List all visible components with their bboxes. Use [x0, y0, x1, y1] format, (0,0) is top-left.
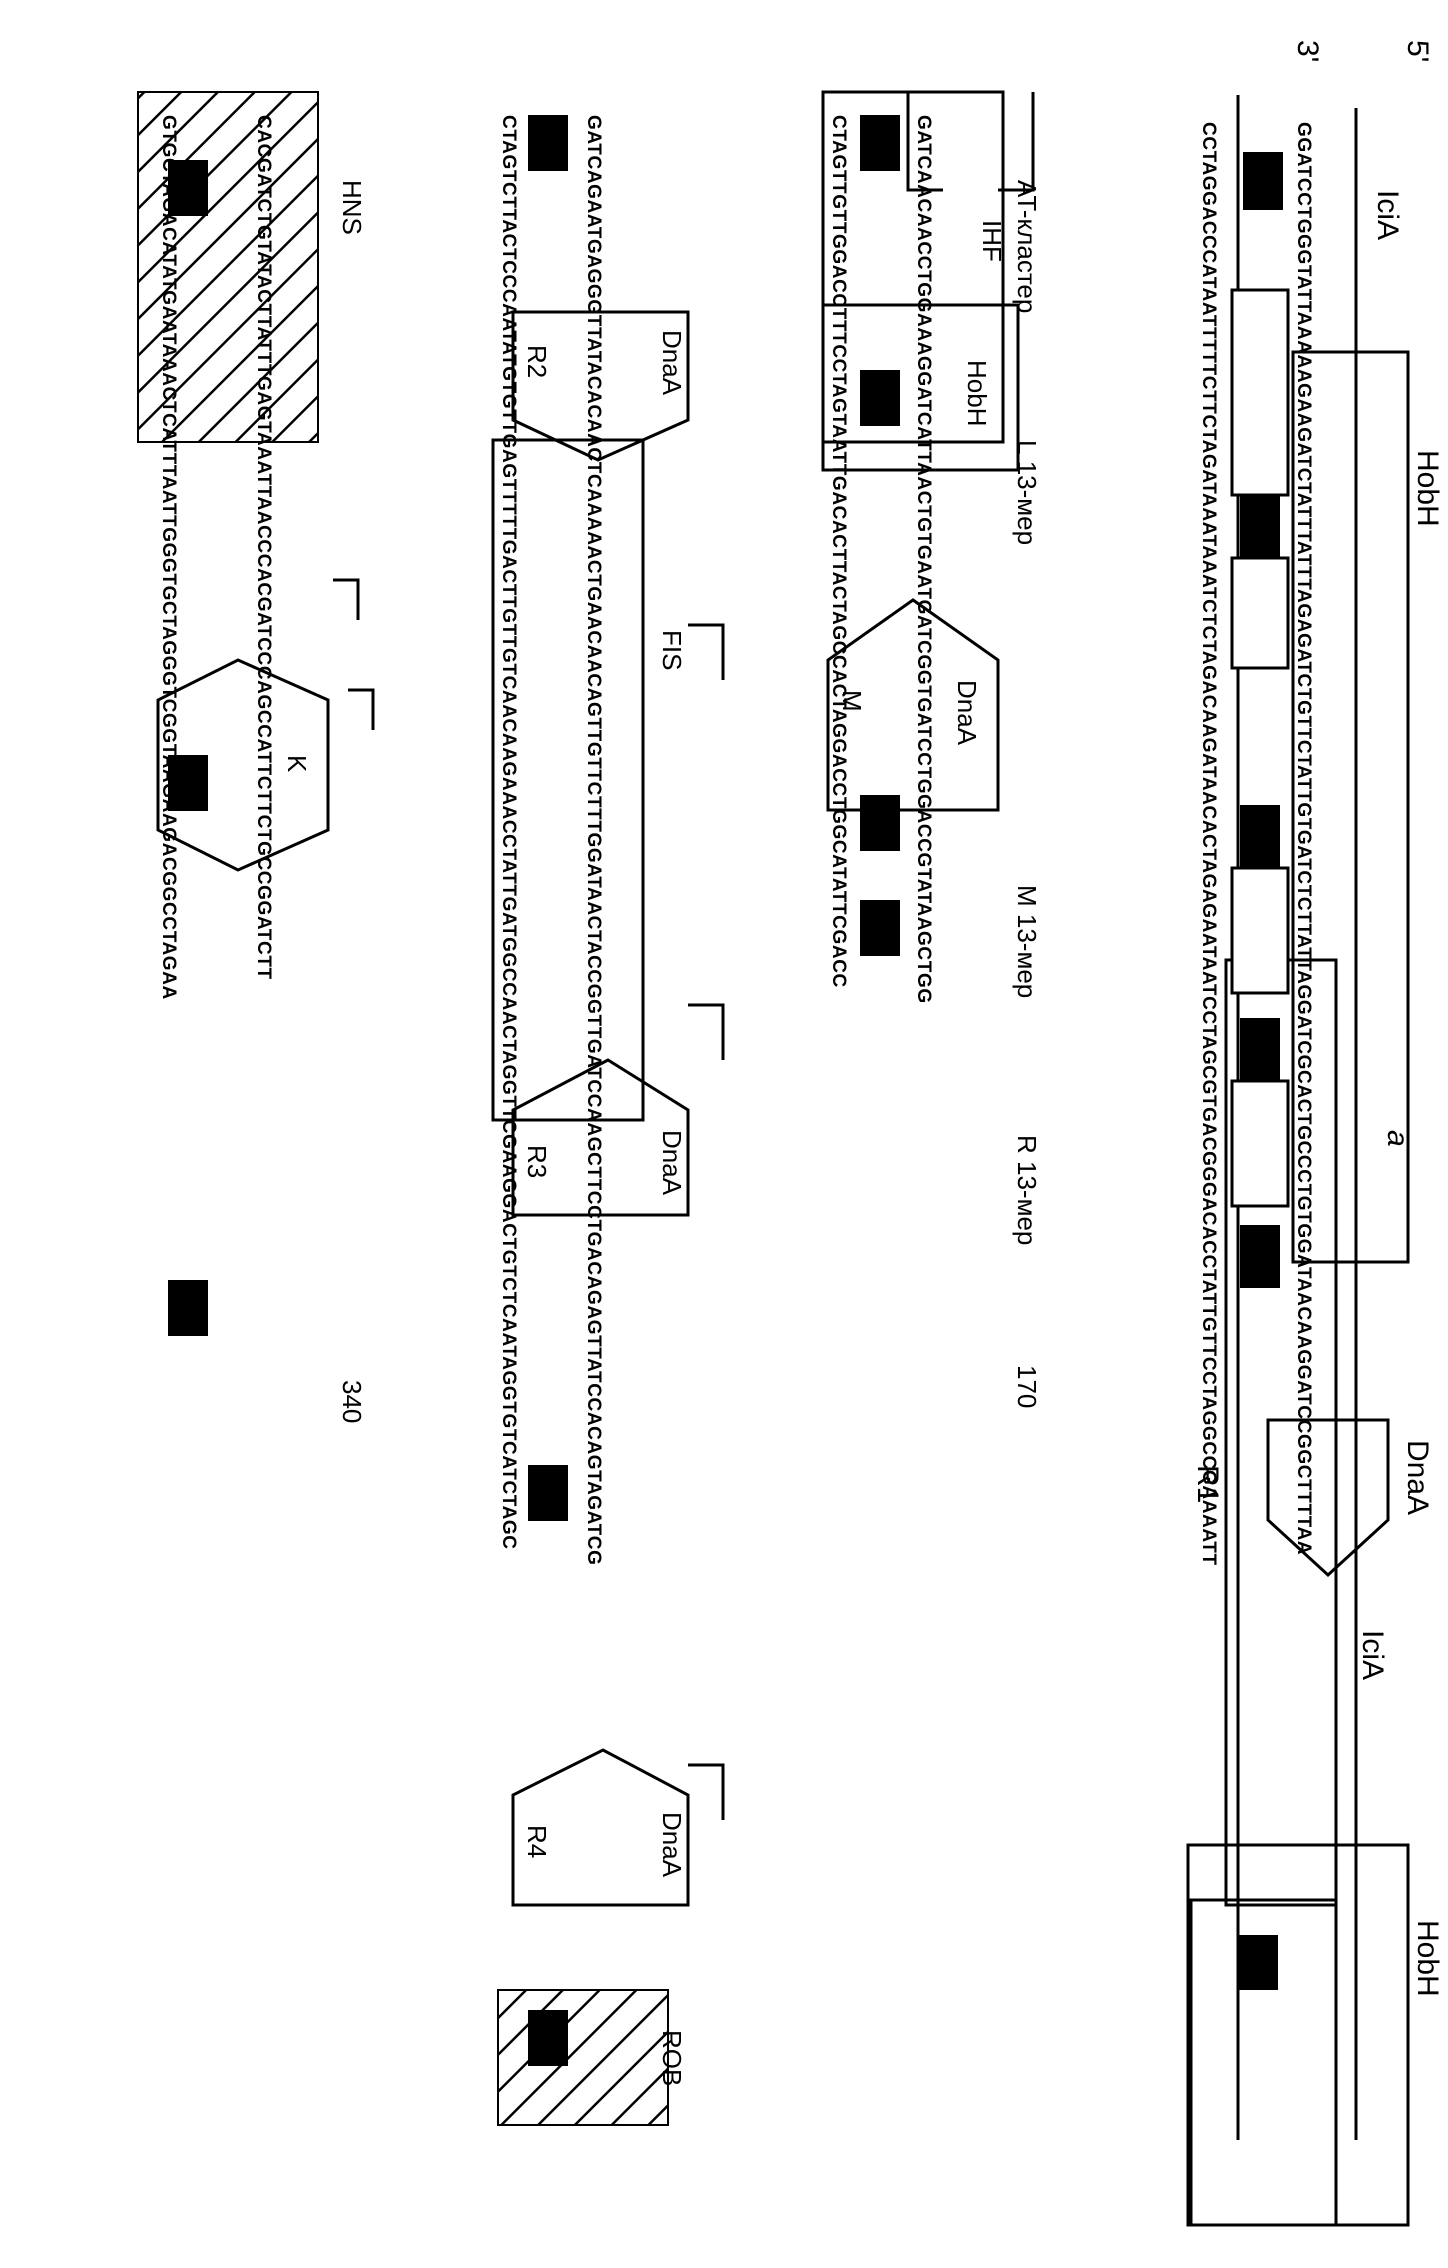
methylation-site	[1240, 495, 1280, 558]
m-label: M	[837, 690, 867, 712]
r1-label: R1	[1191, 1465, 1224, 1503]
hobh-inner-site	[1189, 1898, 1338, 2227]
rob-site	[497, 1989, 669, 2126]
l-13mer-box	[1230, 556, 1290, 670]
l-13mer-label: L 13-мер	[1012, 440, 1042, 545]
ihf-label: IHF	[977, 220, 1007, 262]
sequence-top-strand: CACGATCTGTATACTTATTTGAGTAAATTAACCCACGATC…	[253, 115, 274, 980]
fis-site	[491, 438, 645, 1122]
r4-label: R4	[522, 1825, 552, 1858]
five-prime-label: 5'	[1401, 40, 1434, 62]
methylation-site	[860, 370, 900, 426]
methylation-site	[1238, 1935, 1278, 1990]
methylation-site	[168, 1280, 208, 1336]
figure-label: a	[1381, 1130, 1414, 1147]
row-3: DnaA R2 FIS DnaA R3 DnaA R4 ROB GATCAGAA…	[491, 115, 725, 2126]
position-170: 170	[1012, 1365, 1042, 1408]
rob-label: ROB	[657, 2030, 687, 2086]
hobh-site-1	[1291, 350, 1410, 1264]
fis-label: FIS	[657, 630, 687, 670]
m-13mer-box	[1230, 866, 1290, 995]
dnaa-label: DnaA	[657, 330, 687, 396]
row-2: AT-кластер IHF HobH L 13-мер DnaA M M 13…	[821, 90, 1042, 1408]
promoter-arrow	[688, 1003, 725, 1060]
dnaa-r3-box	[511, 1058, 690, 1217]
methylation-site	[528, 115, 568, 171]
dnaa-r4-box	[511, 1748, 690, 1907]
promoter-arrow	[688, 1763, 725, 1820]
sequence-bottom-strand: GTGCTAGACATATGAATAAACTCATTTAATTGGGTGCTAG…	[158, 115, 179, 1000]
methylation-site	[1243, 152, 1283, 210]
row-1: 5' 3' IciA HobH IciA GGATCCTGGGTATTAAAAA…	[1186, 40, 1444, 2227]
methylation-site	[528, 2010, 568, 2066]
hns-label: HNS	[337, 180, 367, 235]
dnaa-label: DnaA	[1401, 1440, 1434, 1515]
hobh-site-3	[821, 303, 1020, 472]
icia-label-2: IciA	[1356, 1630, 1389, 1680]
sequence-top-strand: GGATCCTGGGTATTAAAAAGAAGATCTATTTATTTAGAGA…	[1293, 122, 1314, 1555]
ihf-site	[821, 90, 1005, 444]
sequence-top-strand: GATCAACAACCTGGAAAGGATCATTAACTGTGAATGATCG…	[913, 115, 934, 1004]
dnaa-m-box	[826, 598, 1000, 812]
sequence-bottom-strand: CCTAGGACCCATAATTTTTCTTCTAGATAAATAAATCTCT…	[1198, 122, 1219, 1566]
methylation-site	[860, 900, 900, 956]
k-site	[156, 658, 330, 872]
r3-label: R3	[522, 1145, 552, 1178]
sequence-bottom-strand: CTAGTTGTTGGACCTTTCCTAGTAATTGACACTTACTAGC…	[828, 115, 849, 988]
row-4: HNS K 340 CACGATCTGTATACTTATTTGAGTAAATTA…	[137, 91, 375, 1423]
hobh-label-2: HobH	[1411, 1920, 1444, 1997]
hobh-label-3: HobH	[962, 360, 992, 426]
at-cluster-bracket	[998, 92, 1035, 192]
methylation-site	[168, 160, 208, 216]
r-13mer-label: R 13-мер	[1012, 1135, 1042, 1245]
at-cluster-label: AT-кластер	[1012, 180, 1042, 313]
dnaa-label: DnaA	[952, 680, 982, 746]
methylation-site	[528, 1465, 568, 1521]
three-prime-label: 3'	[1291, 40, 1324, 62]
methylation-site	[168, 755, 208, 811]
dnaa-label: DnaA	[657, 1812, 687, 1878]
promoter-arrow	[333, 578, 360, 620]
hobh-site-2	[1186, 1843, 1410, 2227]
k-label: K	[282, 755, 312, 773]
r-13mer-box	[1230, 1079, 1290, 1208]
dnaa-r1-box	[1266, 1418, 1390, 1578]
methylation-site	[1240, 1225, 1280, 1288]
methylation-site	[1240, 805, 1280, 868]
promoter-arrow	[688, 623, 725, 680]
dnaa-label: DnaA	[657, 1130, 687, 1196]
sequence-bottom-strand: CTAGTCTTACTCCCAATATGTGTTGAGTTTTTGACTTGTT…	[498, 115, 519, 1550]
r2-label: R2	[522, 345, 552, 378]
at-cluster-bracket	[906, 92, 943, 192]
m-13mer-label: M 13-мер	[1012, 885, 1042, 998]
l-13mer-box	[1230, 288, 1290, 497]
icia-label: IciA	[1371, 190, 1404, 240]
sequence-top-strand: GATCAGAATGAGGGTTATACACAACTCAAAAACTGAACAA…	[583, 115, 604, 1566]
promoter-arrow	[348, 688, 375, 730]
hobh-label: HobH	[1411, 450, 1444, 527]
methylation-site	[1240, 1018, 1280, 1081]
methylation-site	[860, 115, 900, 171]
position-340: 340	[337, 1380, 367, 1423]
methylation-site	[860, 795, 900, 851]
